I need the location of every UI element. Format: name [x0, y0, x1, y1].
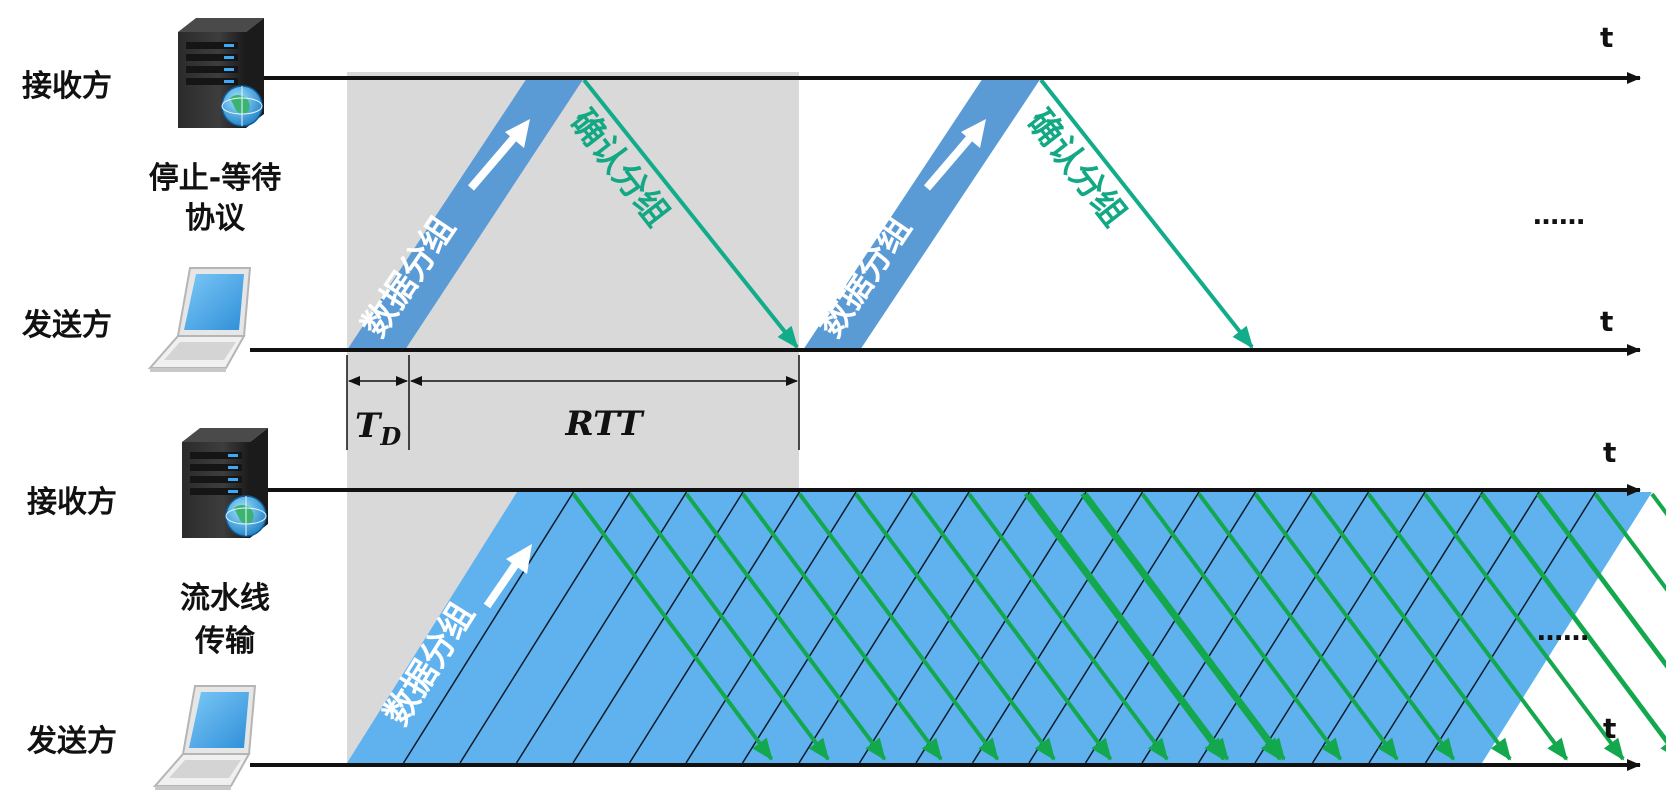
pipeline-band-arrow	[483, 544, 532, 609]
pipeline-ack-arrow	[741, 492, 943, 761]
packet-divider	[798, 491, 970, 764]
sender-laptop-icon-top	[147, 267, 252, 372]
packet-divider	[1084, 491, 1257, 764]
bottom-receiver-t: t	[1603, 436, 1616, 469]
pipeline-ack-arrow	[854, 492, 1056, 761]
pipeline-ack-arrow	[1650, 492, 1666, 517]
td-label: TD	[355, 406, 401, 451]
pipeline-ack-arrow	[1080, 492, 1282, 761]
pipeline-ack-arrow	[1084, 492, 1286, 761]
packet-divider	[515, 491, 688, 764]
sender-laptop-icon-bottom	[152, 685, 257, 790]
bottom-sender-t: t	[1603, 712, 1616, 745]
top-sender-t: t	[1600, 305, 1613, 338]
receiver-server-icon-top	[178, 18, 264, 128]
pipeline-ack-arrow	[1366, 492, 1569, 761]
pipeline-ack-arrow	[1140, 492, 1343, 761]
packet-divider	[1141, 491, 1313, 764]
td-subscript: D	[379, 422, 401, 451]
packet-divider	[459, 491, 631, 764]
packet-divider	[572, 491, 744, 764]
pipeline-ack-arrow	[1593, 492, 1666, 592]
bottom-protocol-line2: 传输	[194, 624, 256, 659]
top-protocol-line1: 停止-等待	[149, 161, 281, 196]
top-receiver-label: 接收方	[22, 69, 112, 104]
packet-divider	[685, 491, 857, 764]
packet-divider	[1311, 491, 1484, 764]
pipeline-ack-arrow	[571, 492, 774, 761]
pipeline-ack-arrow	[910, 492, 1113, 761]
pipeline-ack-arrow	[1423, 492, 1625, 761]
pipeline-ack-arrow	[1027, 492, 1230, 761]
pipeline-ack-arrow	[1023, 492, 1226, 761]
pipeline-ack-arrow	[1197, 492, 1399, 761]
packet-divider	[628, 491, 801, 764]
top-protocol-line2: 协议	[185, 201, 246, 236]
data-band-2	[803, 78, 1041, 350]
band-arrow-2	[923, 119, 986, 191]
bottom-receiver-label: 接收方	[27, 485, 117, 520]
packet-divider	[1424, 491, 1597, 764]
pipeline-ack-arrows	[571, 492, 1666, 761]
packet-divider	[1197, 491, 1370, 764]
pipeline-ack-arrow	[1537, 492, 1666, 668]
packet-divider	[1254, 491, 1426, 764]
receiver-server-icon-bottom	[182, 428, 268, 538]
packet-divider	[402, 491, 575, 764]
packet-divider	[741, 491, 914, 764]
data-band-1	[347, 78, 584, 350]
band-arrow-1	[467, 119, 530, 191]
rtt-label: RTT	[564, 404, 645, 444]
top-sender-label: 发送方	[21, 308, 112, 343]
pipeline-ack-arrow	[628, 492, 830, 761]
pipeline-ack-arrow	[797, 492, 1000, 761]
top-receiver-t: t	[1600, 21, 1613, 54]
ack-arrow-2	[1039, 78, 1254, 349]
pipeline-bands	[347, 491, 1652, 764]
top-ellipsis: ……	[1533, 201, 1585, 231]
dimension-lines	[346, 355, 800, 450]
bottom-ellipsis: ……	[1537, 617, 1589, 647]
pipeline-ack-arrow	[967, 492, 1169, 761]
ack-arrow-1	[582, 78, 799, 349]
pipeline-ack-arrow	[684, 492, 887, 761]
bottom-sender-label: 发送方	[26, 724, 117, 759]
pipeline-ack-arrow	[1480, 492, 1666, 761]
bottom-protocol-line1: 流水线	[180, 581, 270, 616]
pipeline-ack-arrow	[1310, 492, 1512, 761]
packet-divider	[1028, 491, 1200, 764]
packet-divider	[1368, 491, 1540, 764]
pipeline-ack-arrow	[1253, 492, 1456, 761]
